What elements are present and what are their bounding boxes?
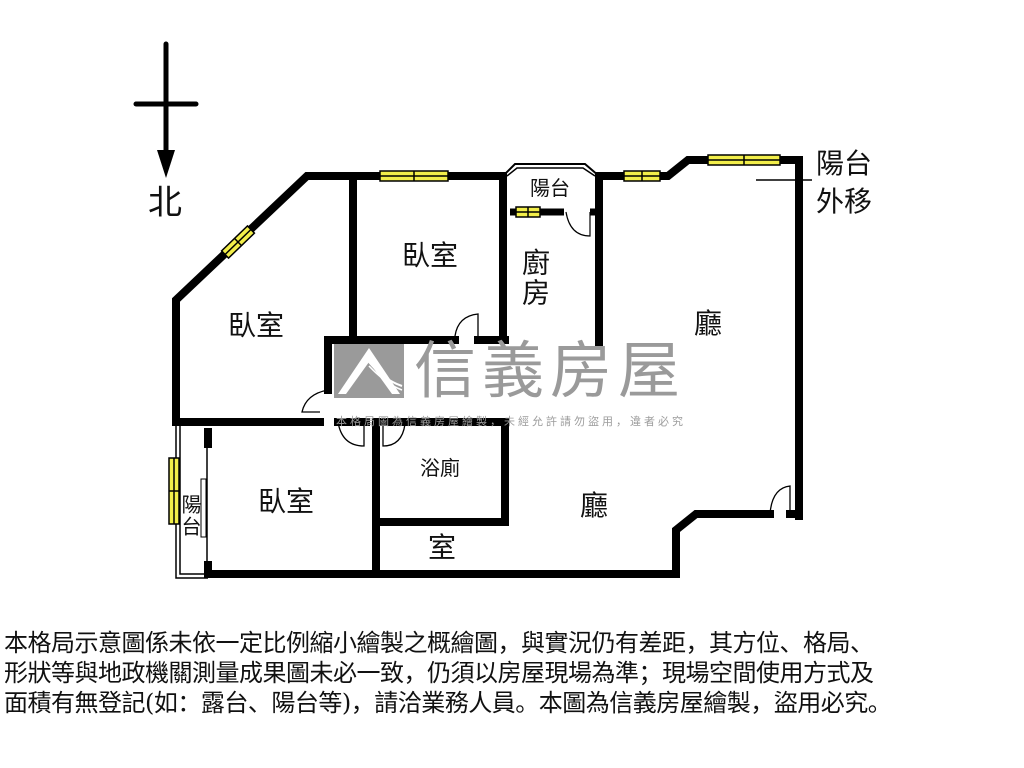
north-arrow-icon [133, 41, 199, 178]
room-label-bedroom-top: 臥室 [402, 239, 459, 272]
disclaimer-line: 形狀等與地政機關測量成果圖未必一致，仍須以房屋現場為準；現場空間使用方式及 [4, 659, 874, 687]
windows [168, 154, 781, 525]
window-icon [623, 170, 661, 182]
watermark-note: 本格局圖為信義房屋繪製，未經允許請勿盜用，違者必究 [336, 415, 686, 428]
room-label-living-lower: 廳 [580, 489, 609, 522]
room-label-bathroom: 浴廁 [420, 456, 460, 480]
door-swings [301, 313, 791, 515]
north-label: 北 [148, 183, 182, 223]
disclaimer-line: 面積有無登記(如：露台、陽台等)，請洽業務人員。本圖為信義房屋繪製，盜用必究。 [4, 689, 892, 717]
window-icon [707, 154, 781, 166]
room-label-kitchen: 廚房 [518, 248, 551, 308]
room-label-bedroom-left: 臥室 [228, 309, 285, 342]
room-label-bedroom-bottom: 臥室 [258, 485, 315, 518]
disclaimer-line: 本格局示意圖係未依一定比例縮小繪製之概繪圖，與實況仍有差距，其方位、格局、 [4, 629, 874, 657]
floor-plan [133, 41, 812, 579]
watermark-brand: 信義房屋 [414, 334, 687, 407]
room-label-living-upper: 廳 [694, 307, 723, 340]
window-icon [220, 224, 256, 260]
window-icon [168, 457, 180, 525]
disclaimer: 本格局示意圖係未依一定比例縮小繪製之概繪圖，與實況仍有差距，其方位、格局、 形狀… [4, 628, 1024, 718]
annotation-balcony-moved-1: 陽台 [816, 147, 873, 180]
balcony-top-outline [502, 163, 600, 237]
window-icon [379, 170, 449, 182]
room-label-small-room: 室 [428, 531, 457, 564]
brand-logo-icon [334, 342, 404, 398]
room-label-balcony-side: 陽台 [178, 494, 202, 538]
window-icon [515, 206, 541, 218]
annotation-balcony-moved-2: 外移 [816, 185, 873, 218]
room-label-balcony-top: 陽台 [530, 176, 570, 200]
